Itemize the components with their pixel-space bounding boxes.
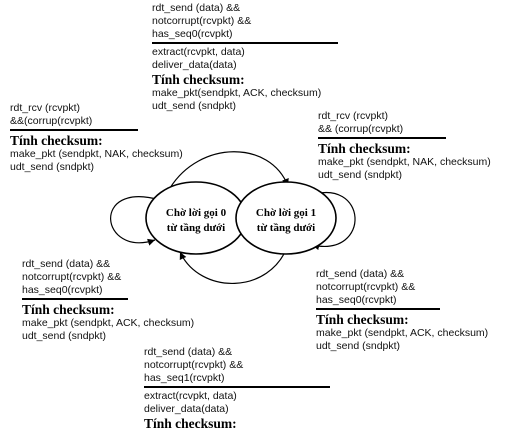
- bottom-transition-label: rdt_send (data) && notcorrupt(rcvpkt) &&…: [144, 346, 330, 431]
- self-loop-right: [307, 192, 356, 251]
- condition-line: notcorrupt(rcvpkt) &&: [22, 271, 122, 283]
- condition-line: &&(corrup(rcvpkt): [10, 115, 93, 127]
- checksum-heading: Tính checksum:: [318, 141, 411, 156]
- transition-divider: [316, 308, 440, 310]
- action-line: udt_send (sndpkt): [22, 330, 107, 342]
- condition-line: has_seq0(rcvpkt): [22, 284, 103, 296]
- transition-divider: [318, 137, 446, 139]
- action-line: make_pkt (sendpkt, NAK, checksum): [10, 148, 183, 160]
- action-line: make_pkt (sendpkt, NAK, checksum): [318, 156, 491, 168]
- action-line: extract(rcvpkt, data): [144, 390, 237, 402]
- left-loop-label: rdt_rcv (rcvpkt) &&(corrup(rcvpkt) Tính …: [10, 102, 183, 174]
- bottom-left-transition-label: rdt_send (data) && notcorrupt(rcvpkt) &&…: [22, 258, 194, 343]
- action-line: extract(rcvpkt, data): [152, 46, 245, 58]
- checksum-heading: Tính checksum:: [22, 302, 115, 317]
- action-line: deliver_data(data): [152, 59, 237, 71]
- condition-line: has_seq0(rcvpkt): [152, 28, 233, 40]
- state-1: [235, 181, 337, 255]
- condition-line: notcorrupt(rcvpkt) &&: [152, 15, 252, 27]
- arc-top: [169, 151, 289, 189]
- transition-divider: [22, 298, 128, 300]
- self-loop-left: [110, 196, 161, 246]
- action-line: make_pkt(sendpkt, ACK, checksum): [152, 87, 322, 99]
- condition-line: has_seq1(rcvpkt): [144, 372, 225, 384]
- condition-line: has_seq0(rcvpkt): [316, 294, 397, 306]
- action-line: udt_send (sndpkt): [316, 340, 401, 352]
- action-line: make_pkt (sendpkt, ACK, checksum): [316, 327, 489, 339]
- bottom-right-transition-label: rdt_send (data) && notcorrupt(rcvpkt) &&…: [316, 268, 488, 353]
- condition-line: rdt_send (data) &&: [144, 346, 233, 358]
- transition-divider: [144, 386, 330, 388]
- top-transition-label: rdt_send (data) && notcorrupt(rcvpkt) &&…: [152, 2, 338, 113]
- action-line: udt_send (sndpkt): [10, 161, 95, 173]
- right-loop-label: rdt_rcv (rcvpkt) && (corrup(rcvpkt) Tính…: [318, 110, 491, 182]
- condition-line: rdt_send (data) &&: [22, 258, 111, 270]
- checksum-heading: Tính checksum:: [316, 312, 409, 327]
- condition-line: notcorrupt(rcvpkt) &&: [316, 281, 416, 293]
- action-line: udt_send (sndpkt): [152, 100, 237, 112]
- condition-line: rdt_send (data) &&: [316, 268, 405, 280]
- arc-bottom: [179, 244, 289, 284]
- action-line: make_pkt (sendpkt, ACK, checksum): [22, 317, 195, 329]
- state-0-line2: từ tầng dưới: [167, 222, 225, 234]
- state-0-line1: Chờ lời gọi 0: [166, 207, 227, 219]
- condition-line: && (corrup(rcvpkt): [318, 123, 404, 135]
- condition-line: rdt_rcv (rcvpkt): [318, 110, 389, 122]
- checksum-heading: Tính checksum:: [10, 133, 103, 148]
- action-line: udt_send (sndpkt): [318, 169, 403, 181]
- checksum-heading: Tính checksum:: [152, 72, 245, 87]
- checksum-heading: Tính checksum:: [144, 416, 237, 431]
- action-line: deliver_data(data): [144, 403, 229, 415]
- condition-line: notcorrupt(rcvpkt) &&: [144, 359, 244, 371]
- state-1-line2: từ tầng dưới: [257, 222, 315, 234]
- condition-line: rdt_send (data) &&: [152, 2, 241, 14]
- condition-line: rdt_rcv (rcvpkt): [10, 102, 81, 114]
- transition-divider: [10, 129, 138, 131]
- transition-divider: [152, 42, 338, 44]
- state-1-line1: Chờ lời gọi 1: [256, 207, 316, 219]
